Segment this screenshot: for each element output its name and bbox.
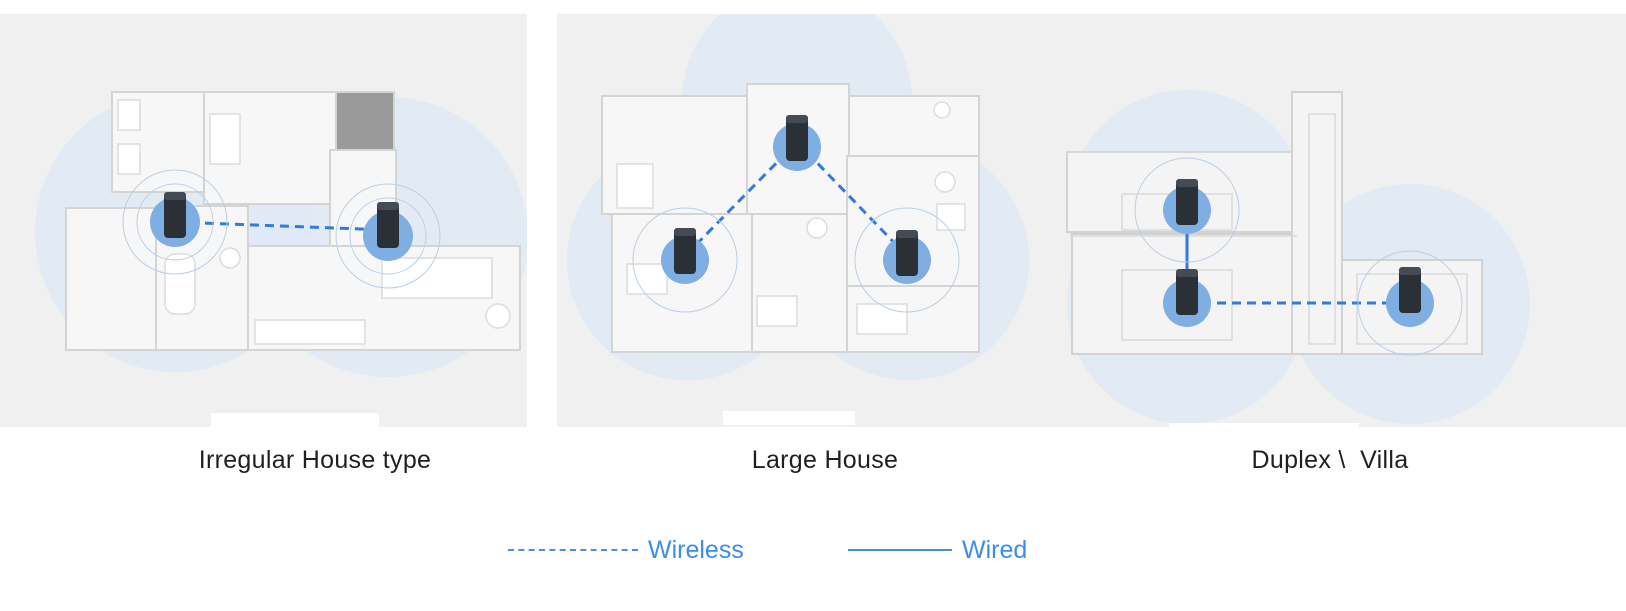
legend-wired: Wired: [848, 533, 1027, 567]
legend-wired-label: Wired: [962, 535, 1028, 564]
panel-tab: [211, 413, 379, 427]
mesh-router-node-icon: [122, 169, 228, 275]
mesh-router-node-icon: [335, 183, 441, 289]
dashed-line-icon: [508, 549, 638, 551]
legend-wireless-label: Wireless: [648, 535, 744, 564]
mesh-router-node-icon: [1357, 250, 1463, 356]
irregular-house-illustration: [0, 14, 527, 427]
panel-tab: [1169, 423, 1359, 427]
panel-tab: [723, 411, 855, 425]
mesh-router-node-icon: [854, 207, 960, 313]
mesh-router-node-icon: [1134, 157, 1240, 263]
caption-large-house: Large House: [751, 446, 899, 474]
large-house-and-villa-illustration: [557, 14, 1626, 427]
mesh-router-node-icon: [632, 207, 738, 313]
caption-irregular-house: Irregular House type: [198, 446, 432, 474]
caption-duplex-villa: Duplex \ Villa: [1251, 446, 1409, 474]
mesh-router-node-icon: [773, 115, 821, 171]
solid-line-icon: [848, 549, 952, 551]
mesh-router-node-icon: [1163, 269, 1211, 327]
legend-wireless: Wireless: [508, 533, 744, 567]
